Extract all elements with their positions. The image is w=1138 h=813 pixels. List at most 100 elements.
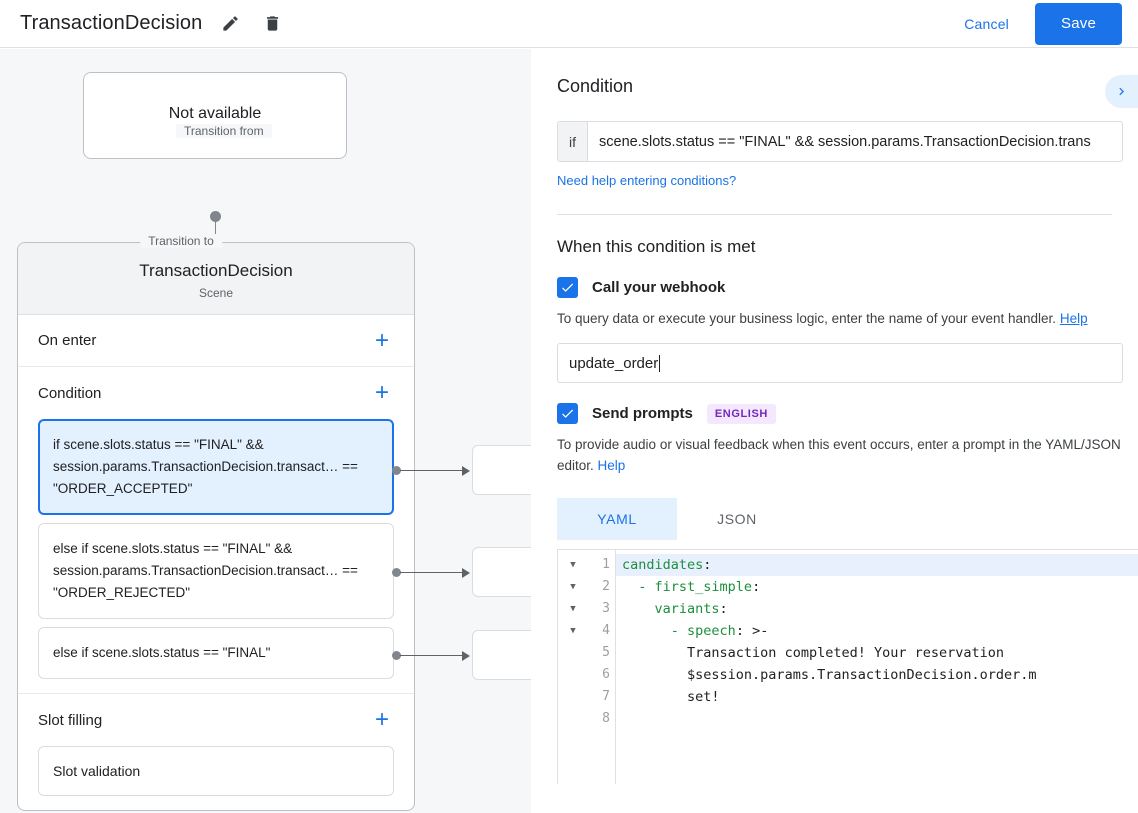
branch-arrowhead-icon-3 [462,651,470,661]
check-icon [562,409,574,418]
send-prompts-row[interactable]: Send prompts ENGLISH [557,403,1112,424]
scene-header: TransactionDecision Scene [18,243,414,315]
section-slot-filling-head: Slot filling + [38,694,394,746]
send-prompts-label: Send prompts [592,405,693,422]
section-on-enter: On enter + [18,315,414,367]
language-badge: ENGLISH [706,403,776,424]
when-condition-met-section: When this condition is met Call your web… [531,215,1138,540]
branch-arrowhead-icon-1 [462,466,470,476]
call-webhook-label: Call your webhook [592,279,726,296]
scene-name: TransactionDecision [139,261,293,280]
condition-expression-row[interactable]: if scene.slots.status == "FINAL" && sess… [557,121,1123,162]
page-title: TransactionDecision [20,12,203,34]
line-number: 1 [602,557,610,572]
branch-target-box-3[interactable] [472,630,531,680]
section-condition: Condition + if scene.slots.status == "FI… [18,367,414,694]
branch-line-1 [400,470,464,471]
fold-toggle-6 [558,664,588,686]
condition-card-final[interactable]: else if scene.slots.status == "FINAL" [38,627,394,679]
condition-card-rejected[interactable]: else if scene.slots.status == "FINAL" &&… [38,523,394,619]
line-number: 3 [602,601,610,616]
line-number: 8 [602,711,610,726]
webhook-description-text: To query data or execute your business l… [557,311,1057,326]
code-line: $session.params.TransactionDecision.orde… [687,667,1037,683]
connector-dot [210,211,221,222]
fold-toggle-1[interactable]: ▼ [570,560,576,570]
section-slot-filling: Slot filling + Slot validation [18,694,414,810]
add-condition-button[interactable]: + [374,379,389,406]
fold-toggle-8 [558,708,588,730]
yaml-editor[interactable]: ▼ ▼ ▼ ▼ 1 2 3 4 5 6 7 8 candidates: - fi… [557,549,1138,784]
scene-canvas[interactable]: Not available Transition from Transactio… [0,49,531,813]
branch-dot-2 [392,568,401,577]
line-number: 7 [602,689,610,704]
condition-expression-input[interactable]: scene.slots.status == "FINAL" && session… [599,133,1091,150]
when-met-heading: When this condition is met [557,237,756,256]
check-icon [562,283,574,292]
chevron-right-icon [1119,87,1124,96]
branch-target-box-2[interactable] [472,547,531,597]
prompts-description-text: To provide audio or visual feedback when… [557,437,1121,473]
topbar-actions: Cancel Save [950,2,1138,45]
event-handler-value: update_order [569,354,659,372]
fold-toggle-7 [558,686,588,708]
condition-details-panel: Condition if scene.slots.status == "FINA… [531,49,1138,813]
editor-gutter: 1 2 3 4 5 6 7 8 [588,550,616,784]
tab-json[interactable]: JSON [717,511,757,527]
line-number: 6 [602,667,610,682]
fold-toggle-3[interactable]: ▼ [570,604,576,614]
call-webhook-checkbox[interactable] [557,277,578,298]
condition-card-accepted[interactable]: if scene.slots.status == "FINAL" && sess… [38,419,394,515]
call-webhook-row[interactable]: Call your webhook [557,277,1112,298]
save-button[interactable]: Save [1035,2,1122,45]
panel-condition-section: Condition if scene.slots.status == "FINA… [531,49,1138,215]
line-number: 2 [602,579,610,594]
line-number: 5 [602,645,610,660]
edit-name-button[interactable] [216,10,244,38]
transition-from-legend: Transition from [176,124,272,138]
tab-yaml[interactable]: YAML [557,498,677,540]
panel-divider [557,214,1112,215]
slot-validation-card[interactable]: Slot validation [38,746,394,796]
cancel-button[interactable]: Cancel [950,8,1023,40]
panel-title: Condition [557,76,634,96]
top-bar: TransactionDecision Cancel Save [0,0,1138,48]
branch-arrowhead-icon-2 [462,568,470,578]
scene-card: TransactionDecision Scene On enter + Con… [17,242,415,811]
editor-fold-column: ▼ ▼ ▼ ▼ [558,550,588,784]
collapse-panel-button[interactable] [1105,75,1138,108]
code-line: candidates: [616,554,1138,576]
need-help-conditions-link[interactable]: Need help entering conditions? [557,173,737,188]
text-caret [659,354,661,372]
format-tabs: YAML JSON [557,498,1112,540]
scene-type: Scene [198,286,234,300]
fold-toggle-4[interactable]: ▼ [570,626,576,636]
trash-icon [266,16,278,31]
section-condition-head: Condition + [38,367,394,419]
prompts-description: To provide audio or visual feedback when… [557,434,1123,476]
prompts-help-link[interactable]: Help [597,458,626,473]
editor-code-area[interactable]: candidates: - first_simple: variants: - … [616,550,1138,784]
section-condition-title: Condition [38,384,102,402]
section-on-enter-head: On enter + [38,315,394,366]
code-line: set! [687,689,720,705]
fold-toggle-2[interactable]: ▼ [570,582,576,592]
canvas-inner: Not available Transition from Transactio… [0,49,531,813]
branch-dot-1 [392,466,401,475]
transition-to-legend: Transition to [140,234,222,248]
add-slot-filling-button[interactable]: + [374,706,389,733]
send-prompts-checkbox[interactable] [557,403,578,424]
code-line: - speech: >- [670,623,769,639]
webhook-help-link[interactable]: Help [1059,311,1088,326]
branch-target-box-1[interactable] [472,445,531,495]
section-slot-filling-title: Slot filling [38,711,103,729]
add-on-enter-button[interactable]: + [374,326,389,354]
transition-from-box: Not available [83,72,347,159]
transition-from-value: Not available [168,105,262,122]
code-line: variants: [654,601,728,617]
fold-toggle-5 [558,642,588,664]
if-prefix-label: if [558,122,588,161]
pencil-icon [223,16,238,31]
event-handler-input[interactable]: update_order [557,343,1123,383]
delete-button[interactable] [258,10,286,38]
